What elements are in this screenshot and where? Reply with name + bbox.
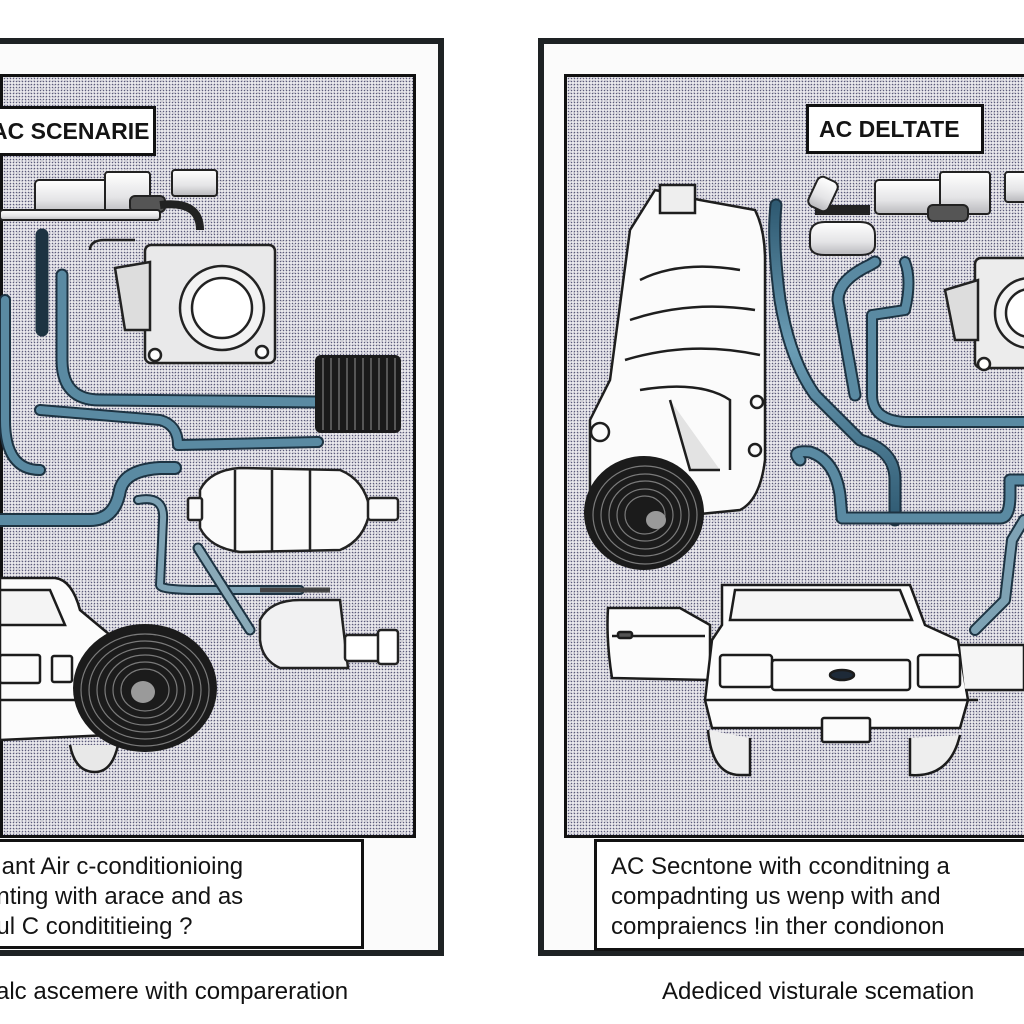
- right-caption-box: AC Secntone with cconditning a compadnti…: [594, 839, 1024, 951]
- left-panel-title: AC SCENARIE: [0, 106, 156, 156]
- left-caption-line: unting with arace and as: [0, 883, 244, 910]
- right-title-text: AC DELTATE: [819, 115, 960, 142]
- right-diagram-area: [564, 74, 1024, 838]
- left-title-text: AC SCENARIE: [0, 117, 150, 144]
- left-bottom-label: alc ascemere with compareration: [0, 978, 349, 1005]
- right-caption-line: compadnting us wenp with and: [611, 883, 941, 910]
- right-panel-title: AC DELTATE: [806, 104, 984, 154]
- left-caption-box: s ant Air c-conditionioing unting with a…: [0, 839, 364, 949]
- left-panel-frame: AC SCENARIE s ant Air c-conditionioing u…: [0, 38, 444, 956]
- right-bottom-label: Adediced visturale scemation: [662, 978, 975, 1005]
- right-panel-frame: AC DELTATE AC Secntone with cconditning …: [538, 38, 1024, 956]
- left-diagram-area: [0, 74, 416, 838]
- right-caption-line: AC Secntone with cconditning a: [611, 853, 950, 880]
- left-caption-line: aul C condititieing ?: [0, 913, 193, 940]
- right-caption-line: compraiencs !in ther condionon: [611, 913, 945, 940]
- left-caption-line: s ant Air c-conditionioing: [0, 853, 244, 880]
